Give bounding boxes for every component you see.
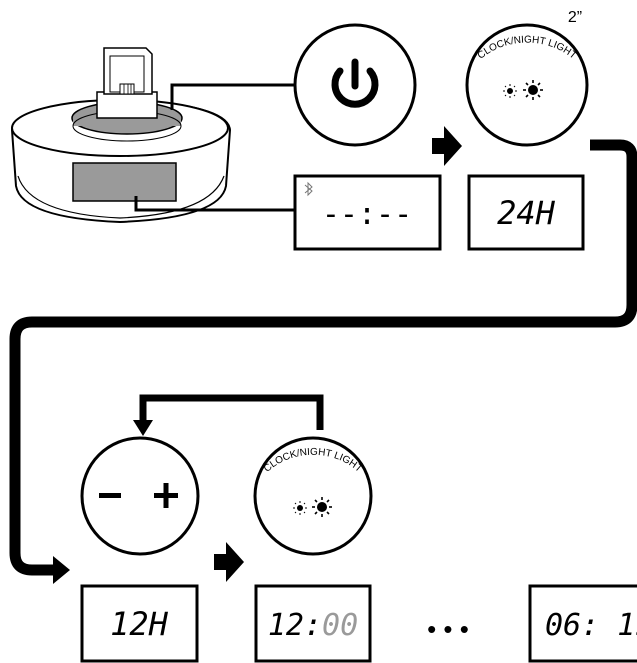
minus-icon	[99, 493, 121, 498]
clock-night-light-button-1: CLOCK/NIGHT LIGHT	[465, 23, 589, 147]
display-24h: 24H	[467, 174, 585, 251]
initial-display: --:--	[293, 174, 442, 251]
display-24h-text: 24H	[497, 194, 556, 232]
flow-arrowhead-icon	[53, 556, 70, 584]
ellipsis-dots: • • •	[427, 614, 469, 644]
plus-minus-button	[80, 436, 200, 556]
sun-large-icon	[523, 80, 543, 100]
flow-connector-line	[9, 139, 637, 576]
display-1200-hours: 12:	[268, 608, 322, 643]
bluetooth-icon	[304, 181, 313, 197]
sun-large-icon	[312, 497, 332, 517]
clock-night-light-button-2: CLOCK/NIGHT LIGHT	[253, 436, 373, 556]
display-1200-minutes: 00	[322, 608, 358, 643]
initial-display-text: --:--	[322, 197, 412, 232]
loop-arrowhead-icon	[133, 420, 153, 436]
loop-arrow-line	[139, 394, 324, 430]
display-12h: 12H	[80, 584, 199, 663]
sun-small-icon	[293, 501, 307, 515]
power-icon	[331, 58, 379, 108]
display-1200-text: 12:00	[268, 608, 358, 643]
power-button	[293, 23, 417, 147]
arrow-right-icon	[432, 126, 462, 166]
sun-small-icon	[503, 84, 517, 98]
connector-line-display	[134, 196, 294, 212]
display-final: 06: 19	[528, 584, 637, 663]
display-final-text: 06: 19	[545, 608, 637, 643]
plus-icon	[154, 483, 178, 508]
connector-line-power	[170, 83, 296, 110]
hold-duration-label: 2”	[568, 9, 582, 26]
docking-speaker-device	[10, 47, 232, 224]
display-1200: 12:00	[254, 584, 372, 663]
display-12h-text: 12H	[110, 605, 169, 643]
arrow-right-icon	[214, 542, 244, 582]
